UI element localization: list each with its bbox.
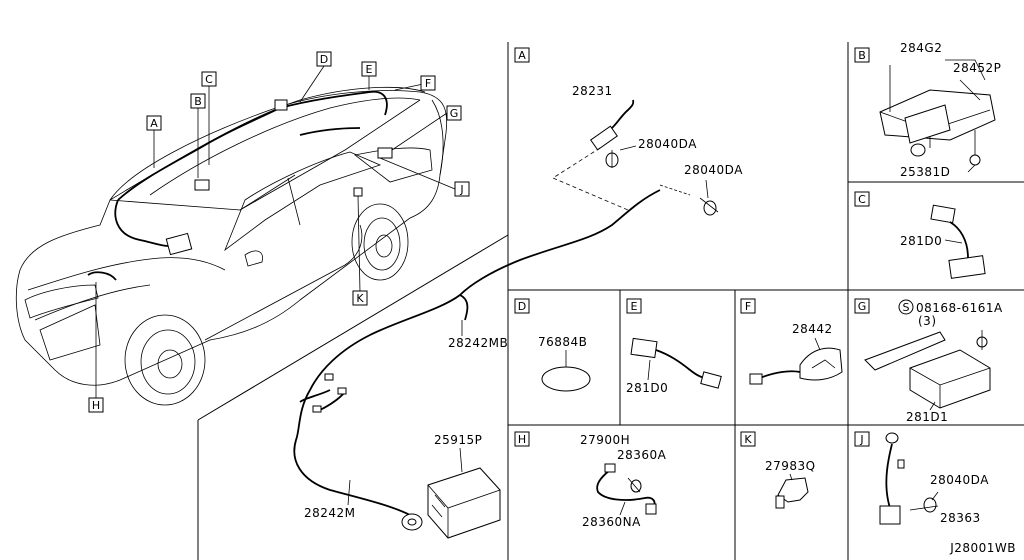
- svg-text:H: H: [518, 433, 526, 446]
- svg-text:F: F: [425, 77, 431, 90]
- label-28040DA-2: 28040DA: [684, 163, 743, 177]
- label-08168-6161A: 08168-6161A: [916, 301, 1003, 315]
- svg-text:G: G: [450, 107, 459, 120]
- panel-J: J 28040DA 28363: [854, 431, 989, 525]
- callout-H: H: [88, 397, 104, 413]
- label-25381D: 25381D: [900, 165, 950, 179]
- callout-F: F: [420, 75, 436, 91]
- panel-F: F 28442: [740, 298, 843, 385]
- panel-D: D 76884B: [514, 298, 591, 392]
- svg-text:K: K: [356, 292, 364, 305]
- car-callouts: A B C D E F G H: [88, 51, 470, 413]
- diagram-id: J28001WB: [949, 541, 1016, 555]
- panel-E: E 281D0: [626, 298, 722, 395]
- label-28452P: 28452P: [953, 61, 1001, 75]
- svg-text:J: J: [459, 183, 463, 196]
- panel-B: B 284G2 28452P 25381D: [854, 41, 1001, 179]
- svg-text:G: G: [858, 300, 867, 313]
- car-illustration: [15, 86, 448, 406]
- callout-A: A: [146, 115, 162, 131]
- panel-H: H 27900H 28360A 28360NA: [514, 431, 667, 529]
- label-281D0-C: 281D0: [900, 234, 942, 248]
- screw-symbol: S: [903, 301, 910, 314]
- label-281D1: 281D1: [906, 410, 948, 424]
- svg-text:F: F: [745, 300, 751, 313]
- label-25915P: 25915P: [434, 433, 482, 447]
- svg-text:A: A: [150, 117, 158, 130]
- label-284G2: 284G2: [900, 41, 942, 55]
- callout-C: C: [201, 71, 217, 87]
- svg-text:B: B: [194, 95, 202, 108]
- label-28040DA-J: 28040DA: [930, 473, 989, 487]
- label-28442: 28442: [792, 322, 833, 336]
- svg-text:E: E: [631, 300, 638, 313]
- callout-B: B: [190, 93, 206, 109]
- label-28231: 28231: [572, 84, 613, 98]
- svg-text:B: B: [858, 49, 866, 62]
- svg-text:E: E: [366, 63, 373, 76]
- label-281D0-E: 281D0: [626, 381, 668, 395]
- label-28360NA: 28360NA: [582, 515, 641, 529]
- svg-text:D: D: [320, 53, 328, 66]
- panel-K: K 27983Q: [740, 431, 816, 509]
- label-27983Q: 27983Q: [765, 459, 816, 473]
- panel-C: C 281D0: [854, 191, 986, 279]
- label-27900H: 27900H: [580, 433, 630, 447]
- panel-G: G S 08168-6161A (3) 281D1: [854, 298, 1003, 424]
- callout-E: E: [361, 61, 377, 77]
- label-28360A: 28360A: [617, 448, 667, 462]
- svg-text:D: D: [518, 300, 526, 313]
- svg-text:C: C: [858, 193, 866, 206]
- svg-text:C: C: [205, 73, 213, 86]
- svg-text:A: A: [518, 49, 526, 62]
- callout-J: J: [454, 181, 470, 197]
- callout-D: D: [316, 51, 332, 67]
- label-28040DA-1: 28040DA: [638, 137, 697, 151]
- label-76884B: 76884B: [538, 335, 587, 349]
- label-28363: 28363: [940, 511, 981, 525]
- label-28242M: 28242M: [304, 506, 356, 520]
- callout-K: K: [352, 290, 368, 306]
- svg-text:H: H: [92, 399, 100, 412]
- label-qty-3: (3): [918, 314, 937, 328]
- svg-text:J: J: [859, 433, 863, 446]
- panel-A: A 28231 28040DA 28040DA: [514, 47, 743, 216]
- callout-G: G: [446, 105, 462, 121]
- panel-borders: [197, 42, 1024, 560]
- main-harness: 28242MB 28242M 25915P: [293, 189, 661, 539]
- svg-text:K: K: [744, 433, 752, 446]
- label-28242MB: 28242MB: [448, 336, 508, 350]
